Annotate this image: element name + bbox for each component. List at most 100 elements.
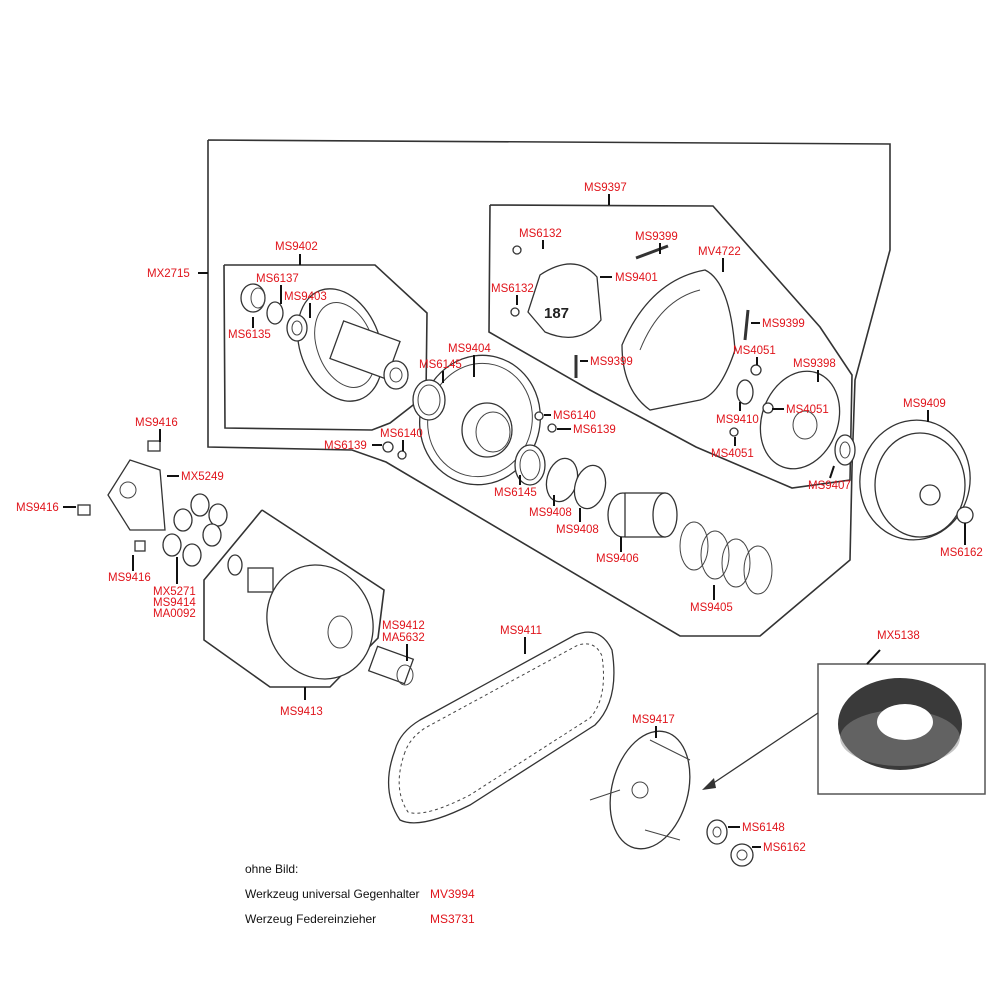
small-nuts-washers	[510, 245, 774, 437]
label-ms9416-a[interactable]: MS9416	[135, 417, 178, 442]
label-ms9416-b[interactable]: MS9416	[16, 502, 76, 514]
label-ms6137[interactable]: MS6137	[256, 273, 299, 304]
label-ms9399-b[interactable]: MS9399	[751, 318, 805, 330]
svg-text:MS9406: MS9406	[596, 553, 639, 565]
label-ms4051-b[interactable]: MS4051	[772, 404, 829, 416]
svg-text:MS6145: MS6145	[494, 487, 537, 499]
label-ms6139-b[interactable]: MS6139	[324, 440, 382, 452]
label-mv4722[interactable]: MV4722	[698, 246, 741, 272]
label-ms9399-c[interactable]: MS9399	[580, 356, 633, 368]
svg-text:MS9405: MS9405	[690, 602, 733, 614]
label-ms6145-b[interactable]: MS6145	[494, 475, 537, 499]
label-ms9408-b[interactable]: MS9408	[556, 508, 599, 536]
label-ms6145-a[interactable]: MS6145	[419, 359, 462, 383]
label-mx5138[interactable]: MX5138	[877, 630, 920, 642]
label-mx5271[interactable]: MX5271	[153, 557, 196, 598]
label-ms9399-a[interactable]: MS9399	[635, 231, 678, 254]
svg-text:MS9411: MS9411	[500, 625, 542, 637]
svg-text:MS9408: MS9408	[556, 524, 599, 536]
svg-text:MS6145: MS6145	[419, 359, 462, 371]
label-ms9397[interactable]: MS9397	[584, 182, 627, 194]
note-label-spring-tool: Werzeug Federeinzieher	[245, 912, 377, 926]
variator-drive-pulley	[227, 554, 374, 680]
clutch-nut	[956, 506, 974, 524]
group-outline-ms9397	[488, 194, 853, 489]
svg-text:MS6137: MS6137	[256, 273, 299, 285]
label-ms6140-a[interactable]: MS6140	[544, 410, 596, 422]
svg-text:MS9407: MS9407	[808, 480, 851, 492]
group-outline-mx2715	[198, 139, 891, 637]
svg-text:MX5271: MX5271	[153, 586, 196, 598]
label-ms9414[interactable]: MS9414	[153, 597, 196, 609]
label-ms6148[interactable]: MS6148	[728, 822, 785, 834]
svg-text:MS9397: MS9397	[584, 182, 627, 194]
label-ms9398[interactable]: MS9398	[793, 358, 836, 382]
notes-heading: ohne Bild:	[245, 862, 299, 876]
label-ms6162-b[interactable]: MS6162	[752, 842, 806, 854]
svg-text:MS9399: MS9399	[590, 356, 633, 368]
label-ma5632[interactable]: MA5632	[382, 632, 425, 661]
label-ms9402[interactable]: MS9402	[275, 241, 318, 253]
label-ms6132-a[interactable]: MS6132	[519, 228, 562, 249]
inset-photo-mx5138	[702, 649, 986, 795]
label-ms9405[interactable]: MS9405	[690, 585, 733, 614]
fan-washer	[706, 819, 728, 845]
label-ms9406[interactable]: MS9406	[596, 537, 639, 565]
svg-text:MS9412: MS9412	[382, 620, 425, 632]
driven-pulley-face	[419, 354, 541, 486]
svg-text:MS6140: MS6140	[553, 410, 596, 422]
label-ms9411[interactable]: MS9411	[500, 625, 542, 654]
label-ms9416-c[interactable]: MS9416	[108, 555, 151, 584]
label-ms9409[interactable]: MS9409	[903, 398, 946, 422]
seal-ring-upper	[412, 379, 446, 421]
svg-text:MS6132: MS6132	[491, 283, 534, 295]
label-ms9407[interactable]: MS9407	[808, 465, 851, 492]
clutch-shoes	[621, 269, 736, 411]
svg-text:MS9414: MS9414	[153, 597, 196, 609]
label-ms6139-a[interactable]: MS6139	[557, 424, 616, 436]
label-ms9412[interactable]: MS9412	[382, 620, 425, 632]
svg-text:MS4051: MS4051	[786, 404, 829, 416]
svg-text:MS6132: MS6132	[519, 228, 562, 240]
label-ms6140-b[interactable]: MS6140	[380, 428, 423, 451]
variator-rollers	[162, 493, 228, 567]
note-code-spring-tool[interactable]: MS3731	[430, 912, 475, 926]
clutch-springs	[574, 244, 750, 378]
note-code-counter-holder[interactable]: MV3994	[430, 887, 475, 901]
svg-text:MS4051: MS4051	[733, 345, 776, 357]
needle-bearing	[240, 283, 266, 313]
label-ms9410[interactable]: MS9410	[716, 402, 759, 426]
label-ms4051-a[interactable]: MS4051	[733, 345, 776, 365]
svg-text:MS9416: MS9416	[135, 417, 178, 429]
label-ms9404[interactable]: MS9404	[448, 343, 491, 377]
svg-text:MS9399: MS9399	[762, 318, 805, 330]
seal-ring-lower	[514, 444, 546, 486]
label-ms6162-a[interactable]: MS6162	[940, 523, 983, 559]
label-ma0092[interactable]: MA0092	[153, 608, 196, 620]
label-mx2715[interactable]: MX2715	[147, 268, 190, 280]
label-ms9413[interactable]: MS9413	[280, 706, 323, 718]
label-ms9417[interactable]: MS9417	[632, 714, 675, 738]
variator-bushing	[367, 645, 415, 686]
clutch-backplate	[759, 370, 841, 470]
driven-pulley-half	[296, 288, 409, 402]
label-ms4051-c[interactable]: MS4051	[711, 437, 754, 460]
group-outline-ms9402	[223, 254, 428, 431]
stamp-number: 187	[544, 305, 569, 322]
svg-text:MS9403: MS9403	[284, 291, 327, 303]
svg-text:MS6162: MS6162	[763, 842, 806, 854]
label-mx5249[interactable]: MX5249	[167, 471, 224, 483]
circlip	[266, 301, 284, 325]
label-ms6135[interactable]: MS6135	[228, 317, 271, 341]
label-ms9403[interactable]: MS9403	[284, 291, 327, 318]
label-ms9401[interactable]: MS9401	[600, 272, 658, 284]
label-ms9408-a[interactable]: MS9408	[529, 495, 572, 519]
svg-text:MS6140: MS6140	[380, 428, 423, 440]
ball-bearing	[286, 314, 308, 342]
ramp-plate	[107, 459, 166, 531]
svg-text:MS9409: MS9409	[903, 398, 946, 410]
svg-text:MS9408: MS9408	[529, 507, 572, 519]
label-ms6132-b[interactable]: MS6132	[491, 283, 534, 305]
fan-nut	[730, 843, 754, 867]
